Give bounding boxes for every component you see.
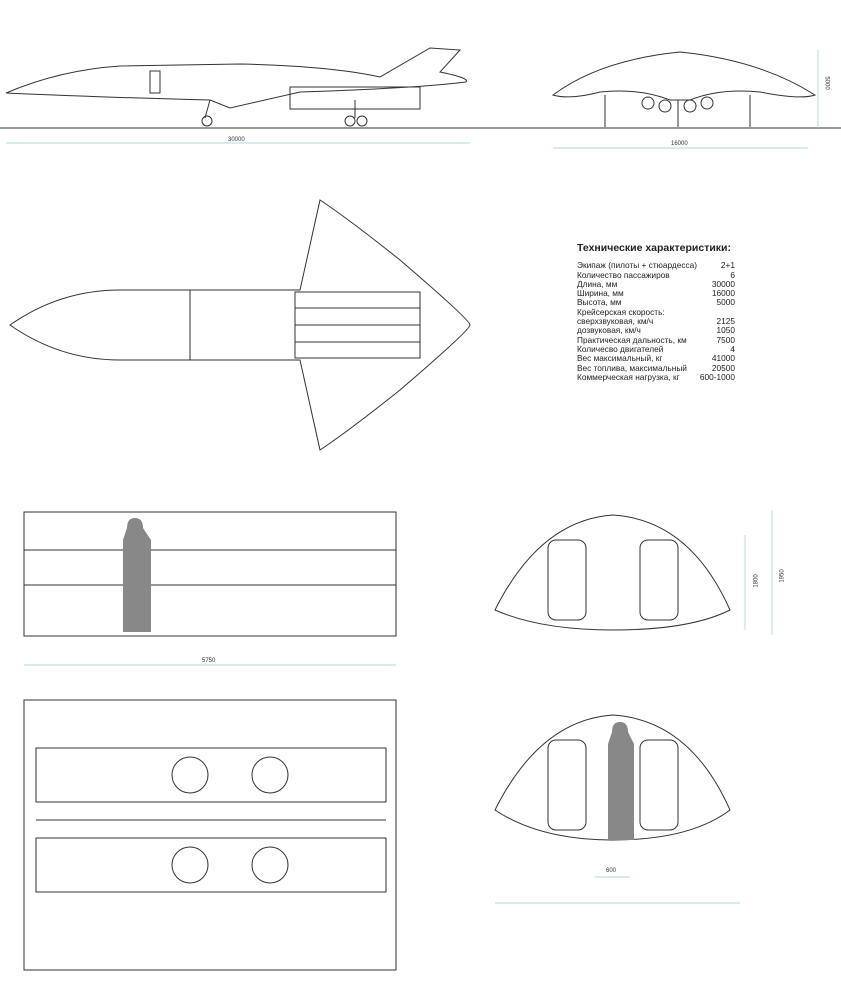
dim-length: 30000 xyxy=(228,137,245,143)
spec-row: дозвуковая, км/ч 1050 xyxy=(577,325,735,336)
dim-cabin-height-inner: 1800 xyxy=(753,574,760,588)
cabin-plan xyxy=(23,699,397,971)
spec-row: Вес топлива, максимальный 20500 xyxy=(577,362,735,373)
spec-row: Ширина, мм 16000 xyxy=(577,288,735,299)
wing-front xyxy=(551,51,817,101)
dim-aisle: 600 xyxy=(606,868,617,874)
spec-row: сверхзвуковая, км/ч 2125 xyxy=(577,316,735,327)
spec-label: Вес топлива, максимальный xyxy=(577,362,687,373)
spec-row: Экипаж (пилоты + стюардесса) 2+1 xyxy=(577,260,735,271)
spec-label: Экипаж (пилоты + стюардесса) xyxy=(577,260,698,271)
spec-label: Количесво двигателей xyxy=(577,343,664,354)
spec-label: Ширина, мм xyxy=(577,288,624,299)
dim-cabin-height-outer: 1950 xyxy=(779,569,786,583)
spec-label: Длина, мм xyxy=(577,278,618,289)
spec-row: Длина, мм 30000 xyxy=(577,278,735,289)
dim-height: 5000 xyxy=(823,76,830,90)
dim-cabin-length: 5750 xyxy=(202,658,216,664)
spec-label: дозвуковая, км/ч xyxy=(577,325,641,336)
spec-value: 20500 xyxy=(711,362,735,373)
spec-value: 41000 xyxy=(711,353,735,364)
cabin-side-section xyxy=(23,511,397,666)
cabin-front-section xyxy=(494,510,773,635)
spec-value: 2+1 xyxy=(720,260,735,271)
spec-row: Высота, мм 5000 xyxy=(577,297,735,308)
human-figure xyxy=(608,722,634,840)
specs-title: Технические характеристики: xyxy=(577,242,732,254)
spec-value: 30000 xyxy=(711,278,735,289)
dim-width: 16000 xyxy=(671,141,688,147)
human-figure xyxy=(123,518,151,632)
spec-value: 5000 xyxy=(716,297,735,308)
front-view xyxy=(551,50,819,149)
spec-value: 1050 xyxy=(716,325,735,336)
spec-label: Высота, мм xyxy=(577,297,622,308)
spec-value: 7500 xyxy=(716,334,735,345)
specs-table: Технические характеристики: Экипаж (пило… xyxy=(577,242,735,382)
spec-label: Количество пассажиров xyxy=(577,269,670,280)
spec-value: 2125 xyxy=(716,316,735,327)
spec-row: Количество пассажиров 6 xyxy=(577,269,735,280)
side-view xyxy=(0,47,841,144)
door xyxy=(149,70,161,94)
spec-label: Крейсерская скорость: xyxy=(577,306,665,317)
fuselage-side xyxy=(5,47,467,109)
top-view xyxy=(9,199,471,451)
spec-value: 4 xyxy=(730,343,735,354)
spec-value: 6 xyxy=(730,269,735,280)
spec-label: сверхзвуковая, км/ч xyxy=(577,316,654,327)
planform xyxy=(9,199,471,451)
spec-row: Вес максимальный, кг 41000 xyxy=(577,353,735,364)
cabin-front-section-figure xyxy=(494,714,740,904)
spec-label: Практическая дальность, км xyxy=(577,334,687,345)
spec-row: Коммерческая нагрузка, кг 600-1000 xyxy=(577,371,735,382)
spec-label: Коммерческая нагрузка, кг xyxy=(577,371,680,382)
spec-label: Вес максимальный, кг xyxy=(577,353,663,364)
spec-value: 600-1000 xyxy=(699,371,735,382)
spec-row: Крейсерская скорость: xyxy=(577,306,735,317)
spec-value: 16000 xyxy=(711,288,735,299)
spec-row: Количесво двигателей 4 xyxy=(577,343,735,354)
spec-row: Практическая дальность, км 7500 xyxy=(577,334,735,345)
